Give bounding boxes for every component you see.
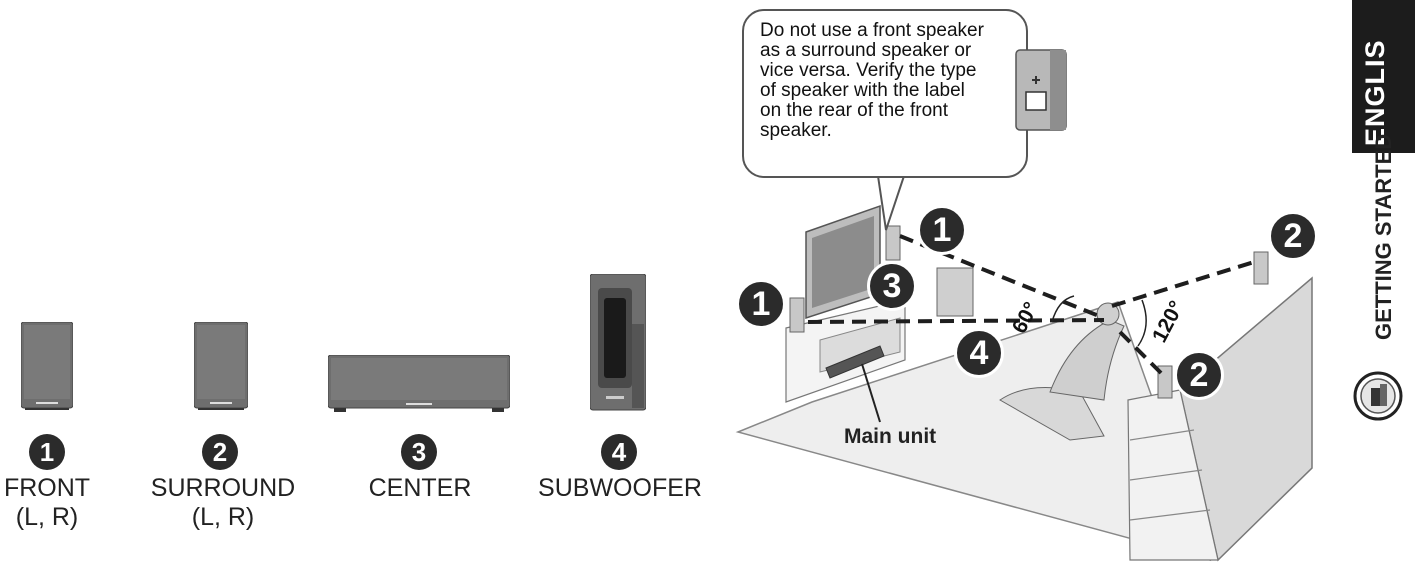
getting-started-icon <box>1352 370 1404 422</box>
speaker-label-center: CENTER <box>345 474 495 503</box>
speaker-number-surround: 2 <box>202 434 238 470</box>
speaker-channels: (L, R) <box>15 503 79 531</box>
section-label: GETTING STARTED <box>1371 133 1396 340</box>
diagram-marker-surround-right: 2 <box>1268 211 1318 261</box>
diagram-marker-front-right: 1 <box>917 205 967 255</box>
speaker-name: SUBWOOFER <box>538 474 702 502</box>
diagram-marker-subwoofer: 4 <box>954 328 1004 378</box>
placement-diagram <box>730 170 1330 568</box>
main-unit-label: Main unit <box>844 425 937 448</box>
diagram-marker-center: 3 <box>867 261 917 311</box>
speaker-label-front: FRONT (L, R) <box>0 474 96 532</box>
speaker-channels: (L, R) <box>191 503 255 531</box>
center-speaker-image <box>327 354 511 412</box>
speaker-rear-label-image <box>1010 48 1074 132</box>
subwoofer-image <box>589 273 647 412</box>
language-tab: ENGLIS <box>1352 0 1415 153</box>
room-illustration <box>735 175 1313 562</box>
speaker-name: CENTER <box>368 474 472 502</box>
front-speaker-image <box>20 321 74 410</box>
language-tab-label: ENGLIS <box>1360 39 1390 146</box>
speaker-label-surround: SURROUND (L, R) <box>148 474 298 532</box>
speaker-label-subwoofer: SUBWOOFER <box>528 474 712 503</box>
speaker-number-front: 1 <box>29 434 65 470</box>
speaker-name: SURROUND <box>150 474 296 502</box>
surround-speaker-image <box>193 321 249 410</box>
diagram-marker-surround-left: 2 <box>1174 350 1224 400</box>
speaker-name: FRONT <box>3 474 91 502</box>
callout-bubble <box>742 9 1028 178</box>
speaker-number-center: 3 <box>401 434 437 470</box>
speaker-number-subwoofer: 4 <box>601 434 637 470</box>
callout-text: Do not use a front speaker as a surround… <box>760 20 984 141</box>
diagram-marker-front-left: 1 <box>736 279 786 329</box>
